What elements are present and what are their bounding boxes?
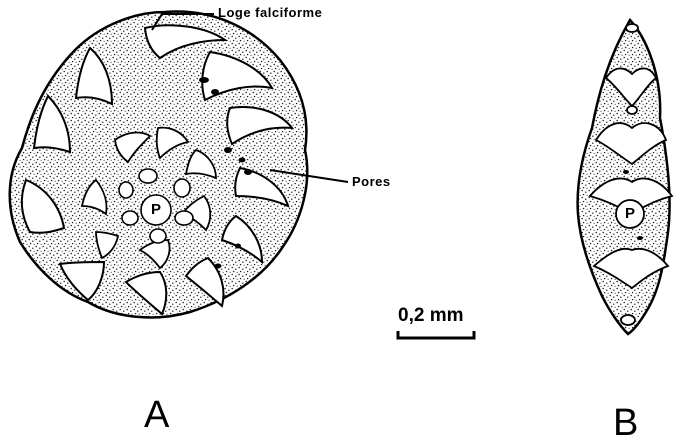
panel-b-label: B — [613, 402, 638, 445]
panel-a-label: A — [144, 394, 169, 437]
loge-falciforme-label: Loge falciforme — [218, 5, 322, 20]
specimen-b-test-outline — [578, 20, 670, 334]
pores-label: Pores — [352, 174, 391, 189]
specimen-b-axial-section — [578, 20, 672, 334]
scale-label: 0,2 mm — [398, 305, 463, 327]
specimen-a-equatorial-section — [10, 12, 307, 318]
proloculus-label-a: P — [151, 201, 161, 218]
proloculus-label-b: P — [625, 205, 635, 222]
scale-bar — [398, 331, 474, 338]
